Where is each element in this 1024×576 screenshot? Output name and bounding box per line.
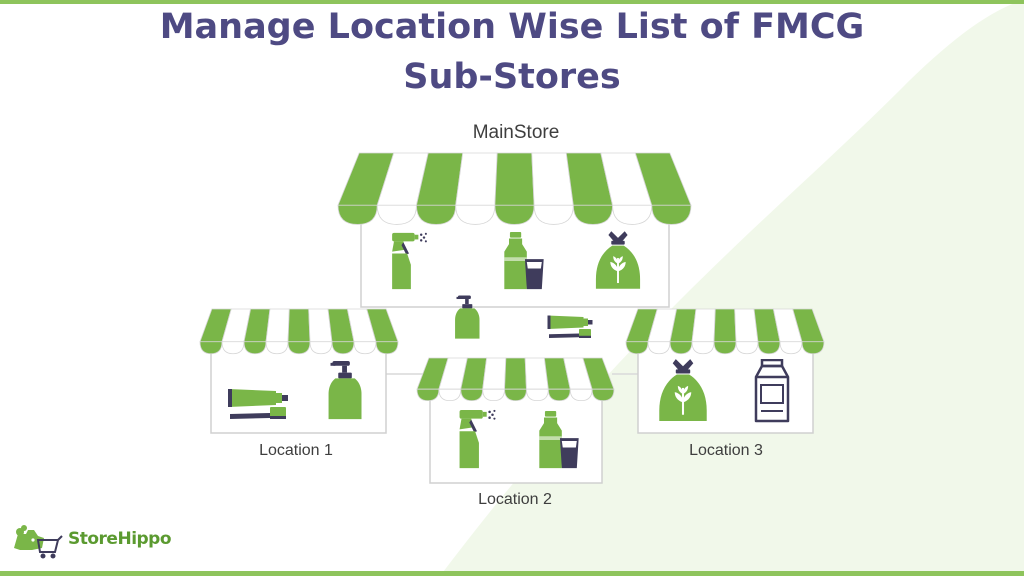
awning-scallop xyxy=(353,341,377,355)
awning-scallop xyxy=(651,204,692,225)
awning-stripe xyxy=(504,357,527,390)
awning-scallop xyxy=(801,341,825,355)
storehippo-logo-icon xyxy=(14,525,63,559)
awning-scallop xyxy=(265,341,289,355)
awning-scallop xyxy=(569,388,593,402)
logo-text: StoreHippo xyxy=(68,529,172,549)
awning-scallop xyxy=(416,388,440,402)
awning-scallop xyxy=(612,204,653,225)
location-1-awning xyxy=(199,308,399,355)
awning-scallop xyxy=(460,388,484,402)
awning-scallop xyxy=(199,341,223,355)
awning-scallop xyxy=(438,388,462,402)
awning-stripe xyxy=(713,308,737,343)
awning-scallop xyxy=(757,341,781,355)
awning-scallop xyxy=(647,341,671,355)
awning-scallop xyxy=(625,341,649,355)
awning-scallop xyxy=(331,341,355,355)
awning-scallop xyxy=(221,341,245,355)
awning-scallop xyxy=(591,388,615,402)
bottom-accent-line xyxy=(0,571,1024,576)
awning-scallop xyxy=(669,341,693,355)
awning-scallop xyxy=(494,204,535,225)
awning-scallop xyxy=(547,388,571,402)
main-store-label: MainStore xyxy=(473,122,560,143)
awning-scallop xyxy=(713,341,737,355)
title-line-2: Sub-Stores xyxy=(403,57,621,97)
storehippo-logo: StoreHippo xyxy=(8,518,198,562)
location-3-label: Location 3 xyxy=(689,442,763,459)
awning-scallop xyxy=(337,204,378,225)
location-2-label: Location 2 xyxy=(478,491,552,508)
awning-scallop xyxy=(482,388,505,402)
awning-stripe xyxy=(691,308,716,343)
awning-stripe xyxy=(265,308,290,343)
toothpaste-brush-icon xyxy=(547,315,593,338)
awning-stripe xyxy=(482,357,507,390)
location-2-box xyxy=(429,386,603,484)
awning-scallop xyxy=(572,204,613,225)
awning-scallop xyxy=(416,204,457,225)
awning-scallop xyxy=(691,341,715,355)
awning-scallop xyxy=(309,341,333,355)
awning-stripe xyxy=(287,308,311,343)
location-2-awning xyxy=(416,357,615,402)
page-title: Manage Location Wise List of FMCG Sub-St… xyxy=(0,2,1024,102)
awning-scallop xyxy=(533,204,574,225)
top-accent-line xyxy=(0,0,1024,4)
awning-scallop xyxy=(504,388,527,402)
location-1-store: Location 1 xyxy=(199,308,399,459)
title-line-1: Manage Location Wise List of FMCG xyxy=(159,7,865,47)
location-1-label: Location 1 xyxy=(259,442,333,459)
main-store-awning xyxy=(337,152,692,225)
location-3-awning xyxy=(625,308,825,355)
awning-scallop xyxy=(243,341,267,355)
awning-scallop xyxy=(375,341,399,355)
awning-stripe xyxy=(494,152,535,206)
awning-scallop xyxy=(526,388,549,402)
awning-scallop xyxy=(376,204,417,225)
main-store: MainStore xyxy=(337,122,692,339)
awning-scallop xyxy=(455,204,496,225)
awning-scallop xyxy=(287,341,311,355)
awning-scallop xyxy=(779,341,803,355)
location-2-store: Location 2 xyxy=(416,357,615,508)
awning-stripe xyxy=(455,152,498,206)
awning-scallop xyxy=(735,341,759,355)
location-3-store: Location 3 xyxy=(625,308,825,459)
